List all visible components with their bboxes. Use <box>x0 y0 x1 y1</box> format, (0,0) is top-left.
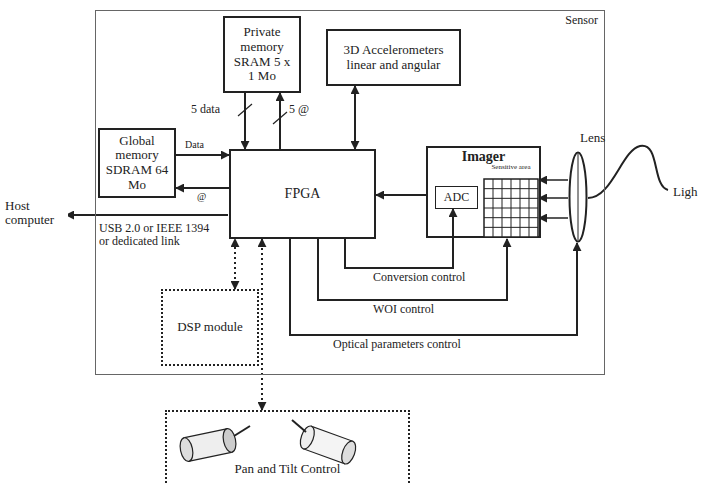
connector <box>244 93 246 149</box>
memory-box: Global memory SDRAM 64 Mo <box>98 128 176 198</box>
connector <box>290 239 577 335</box>
node-text: FPGA <box>285 186 321 202</box>
light-ray <box>539 217 568 219</box>
connector <box>234 239 236 289</box>
imager-box: ImagerADC Sensitive area <box>426 146 541 238</box>
light-label: Ligh <box>672 185 708 199</box>
node-text: Global memory SDRAM 64 Mo <box>104 134 170 192</box>
pan-tilt-box: Pan and Tilt Control <box>165 410 410 483</box>
connector <box>176 154 229 156</box>
host-link <box>66 214 228 216</box>
node-text: Imager <box>428 149 539 165</box>
connector <box>261 239 263 410</box>
node-text: DSP module <box>177 320 243 335</box>
tilt-motor <box>292 420 358 466</box>
edge-label: 5 @ <box>288 103 310 116</box>
sensitive-area: Sensitive area <box>483 163 539 239</box>
pixel-grid <box>483 178 539 238</box>
light-ray <box>539 197 568 199</box>
host-label: Host computer <box>4 199 68 228</box>
node-text: Lens <box>580 131 605 146</box>
light-rays <box>539 180 568 218</box>
light-ray <box>539 179 568 181</box>
edge-label: Data <box>184 139 205 150</box>
edge-label: WOI control <box>372 303 435 316</box>
adc-box: ADC <box>435 186 478 209</box>
node-text: Sensitive area <box>483 164 539 171</box>
edge-label: 5 data <box>190 103 221 116</box>
connector <box>279 93 281 149</box>
lens-shape <box>568 151 588 243</box>
edge-label: Optical parameters control <box>332 338 462 351</box>
connector <box>354 86 356 149</box>
connector <box>376 194 426 196</box>
light-ray <box>588 146 668 198</box>
node-text: Pan and Tilt Control <box>167 462 408 477</box>
dsp-module: DSP module <box>161 289 259 366</box>
connector <box>176 187 229 189</box>
pan-motor <box>178 426 250 463</box>
node-text: ADC <box>444 191 469 204</box>
sensor-housing: SensorPrivate memory SRAM 5 x 1 Mo 3D Acc… <box>95 10 605 375</box>
lens: Lens <box>568 151 588 243</box>
memory-box: Private memory SRAM 5 x 1 Mo <box>223 16 301 93</box>
node-text: Sensor <box>565 14 598 27</box>
node-text: 3D Accelerometers linear and angular <box>332 43 455 72</box>
connector <box>318 239 507 300</box>
fpga-box: FPGA <box>229 149 376 239</box>
node-text: Private memory SRAM 5 x 1 Mo <box>229 25 295 83</box>
link-label: USB 2.0 or IEEE 1394 or dedicated link <box>98 222 218 248</box>
edge-label: @ <box>196 191 207 202</box>
sensor-box: 3D Accelerometers linear and angular <box>326 29 461 86</box>
edge-label: Conversion control <box>372 271 466 284</box>
